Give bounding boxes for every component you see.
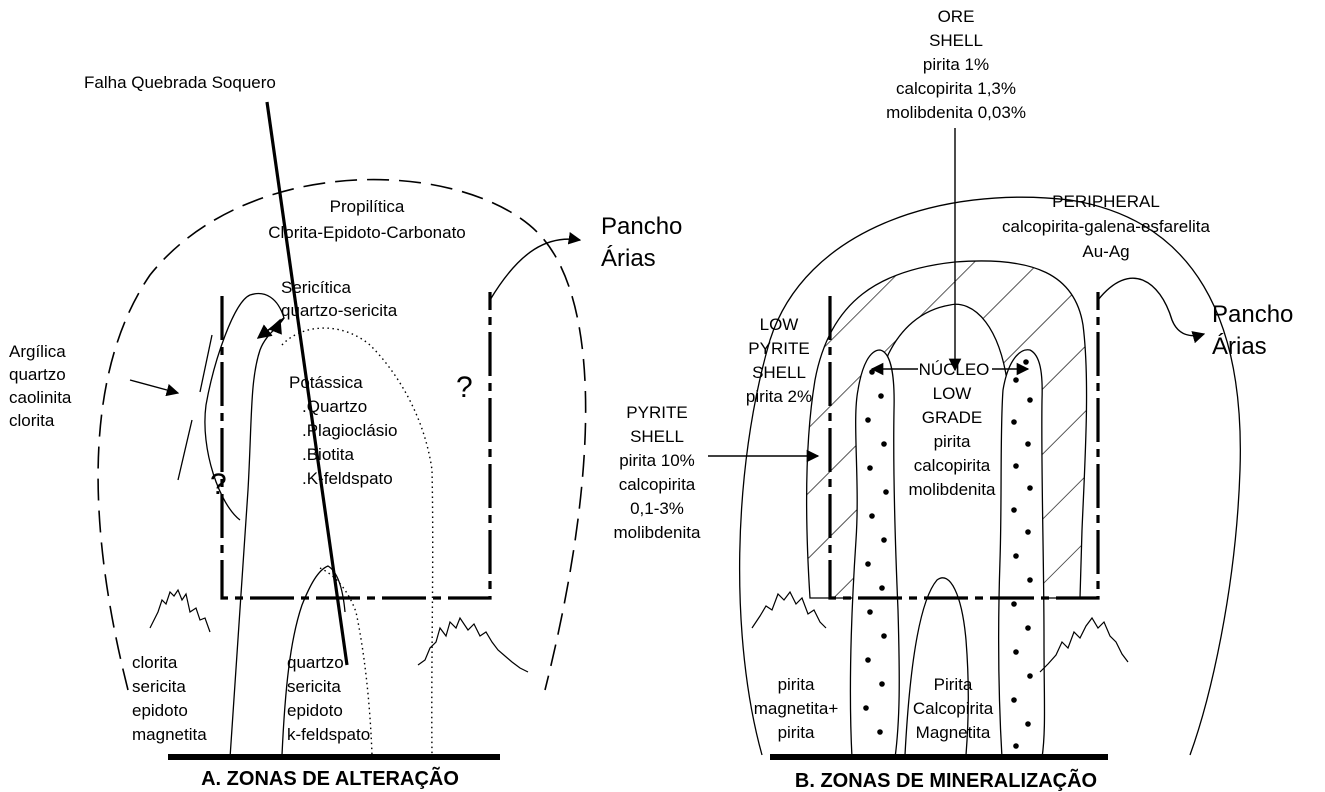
bottom-left-label: sericita <box>132 677 186 696</box>
pyrite-shell-label: calcopirita <box>619 475 696 494</box>
peripheral-label: PERIPHERAL <box>1052 192 1160 211</box>
low-pyrite-shell-label: PYRITE <box>748 339 809 358</box>
bottom-center-label: Calcopirita <box>913 699 994 718</box>
pancho-arias-box <box>828 292 1100 600</box>
mountain-outline <box>149 588 211 633</box>
potassic-zone-boundary <box>319 567 373 756</box>
low-pyrite-shell-label: pirita 2% <box>746 387 812 406</box>
peripheral-label: calcopirita-galena-esfarelita <box>1002 217 1210 236</box>
pancho-arias-arrow <box>1097 277 1206 344</box>
bottom-center-label: Magnetita <box>916 723 991 742</box>
pyrite-shell-label: pirita 10% <box>619 451 695 470</box>
pancho-arias-box <box>220 292 492 600</box>
bottom-center-label: k-feldspato <box>287 725 370 744</box>
central-dome-outline <box>281 565 346 756</box>
pyrite-shell-label: SHELL <box>630 427 684 446</box>
bottom-center-label: sericita <box>287 677 341 696</box>
low-pyrite-shell-label: SHELL <box>752 363 806 382</box>
question-mark: ? <box>210 468 227 501</box>
propylitic-zone-boundary <box>97 178 587 691</box>
pyrite-shell-label: PYRITE <box>626 403 687 422</box>
pyrite-shell-label: molibdenita <box>614 523 701 542</box>
bottom-left-label: epidoto <box>132 701 188 720</box>
pancho-arias-label: Pancho <box>601 213 682 240</box>
pancho-arias-label: Árias <box>1212 333 1267 360</box>
argillic-zone-line <box>199 334 213 393</box>
bottom-center-label: epidoto <box>287 701 343 720</box>
bottom-left-label: magnetita+ <box>754 699 839 718</box>
sericitic-arrow <box>268 318 282 335</box>
panel-a-title: A. ZONAS DE ALTERAÇÃO <box>201 767 459 790</box>
propylitic-label: Propilítica <box>330 197 405 216</box>
mountain-outline <box>417 616 529 673</box>
argillic-zone-line <box>177 419 193 481</box>
argillic-label: clorita <box>9 411 55 430</box>
bottom-left-label: clorita <box>132 653 178 672</box>
pancho-arias-arrow <box>489 232 582 301</box>
panel-b-title: B. ZONAS DE MINERALIZAÇÃO <box>795 769 1097 792</box>
ore-shell-label: pirita 1% <box>923 55 989 74</box>
pyrite-shell-label: 0,1-3% <box>630 499 684 518</box>
bottom-left-label: magnetita <box>132 725 207 744</box>
nucleo-label: LOW <box>933 384 972 403</box>
low-pyrite-shell-label: LOW <box>760 315 799 334</box>
peripheral-zone-boundary <box>738 196 1241 756</box>
propylitic-label: Clorita-Epidoto-Carbonato <box>268 223 466 242</box>
potassic-label: .Plagioclásio <box>302 421 397 440</box>
pancho-arias-label: Pancho <box>1212 301 1293 328</box>
nucleo-label: GRADE <box>922 408 982 427</box>
argillic-label: Argílica <box>9 342 66 361</box>
nucleo-label: NÚCLEO <box>919 360 990 379</box>
mountain-outline <box>751 590 827 629</box>
potassic-zone-boundary <box>281 327 434 756</box>
ore-shell-label: SHELL <box>929 31 983 50</box>
pyrite-shell-zone <box>806 260 1088 599</box>
panel-a: Falha Quebrada Soquero Propilítica Clori… <box>9 73 682 790</box>
fault-line <box>265 101 349 666</box>
sericitic-zone-boundary <box>204 293 285 759</box>
dike-dots <box>863 359 1033 749</box>
central-dome-outline <box>904 577 969 756</box>
ore-shell-label: calcopirita 1,3% <box>896 79 1016 98</box>
bottom-center-label: quartzo <box>287 653 344 672</box>
ore-shell-label: molibdenita 0,03% <box>886 103 1026 122</box>
pancho-arias-label: Árias <box>601 245 656 272</box>
mountain-outline <box>1039 616 1129 673</box>
potassic-label: .Biotita <box>302 445 355 464</box>
nucleo-label: molibdenita <box>909 480 996 499</box>
sericitic-label: quartzo-sericita <box>281 301 398 320</box>
question-mark: ? <box>456 371 473 404</box>
argillic-label: quartzo <box>9 365 66 384</box>
potassic-label: .Quartzo <box>302 397 367 416</box>
nucleo-label: pirita <box>934 432 971 451</box>
bottom-center-label: Pirita <box>934 675 973 694</box>
bottom-left-label: pirita <box>778 675 815 694</box>
bottom-left-label: pirita <box>778 723 815 742</box>
peripheral-label: Au-Ag <box>1082 242 1129 261</box>
ore-shell-label: ORE <box>938 7 975 26</box>
dotted-dike <box>998 349 1046 759</box>
argillic-label: caolinita <box>9 388 72 407</box>
potassic-label: Potássica <box>289 373 363 392</box>
sericitic-label: Sericítica <box>281 278 351 297</box>
dotted-dike <box>849 349 900 759</box>
argillic-arrow <box>129 379 180 397</box>
panel-b: ORE SHELL pirita 1% calcopirita 1,3% mol… <box>614 7 1294 792</box>
potassic-label: .K-feldspato <box>302 469 393 488</box>
fault-label: Falha Quebrada Soquero <box>84 73 276 92</box>
nucleo-label: calcopirita <box>914 456 991 475</box>
